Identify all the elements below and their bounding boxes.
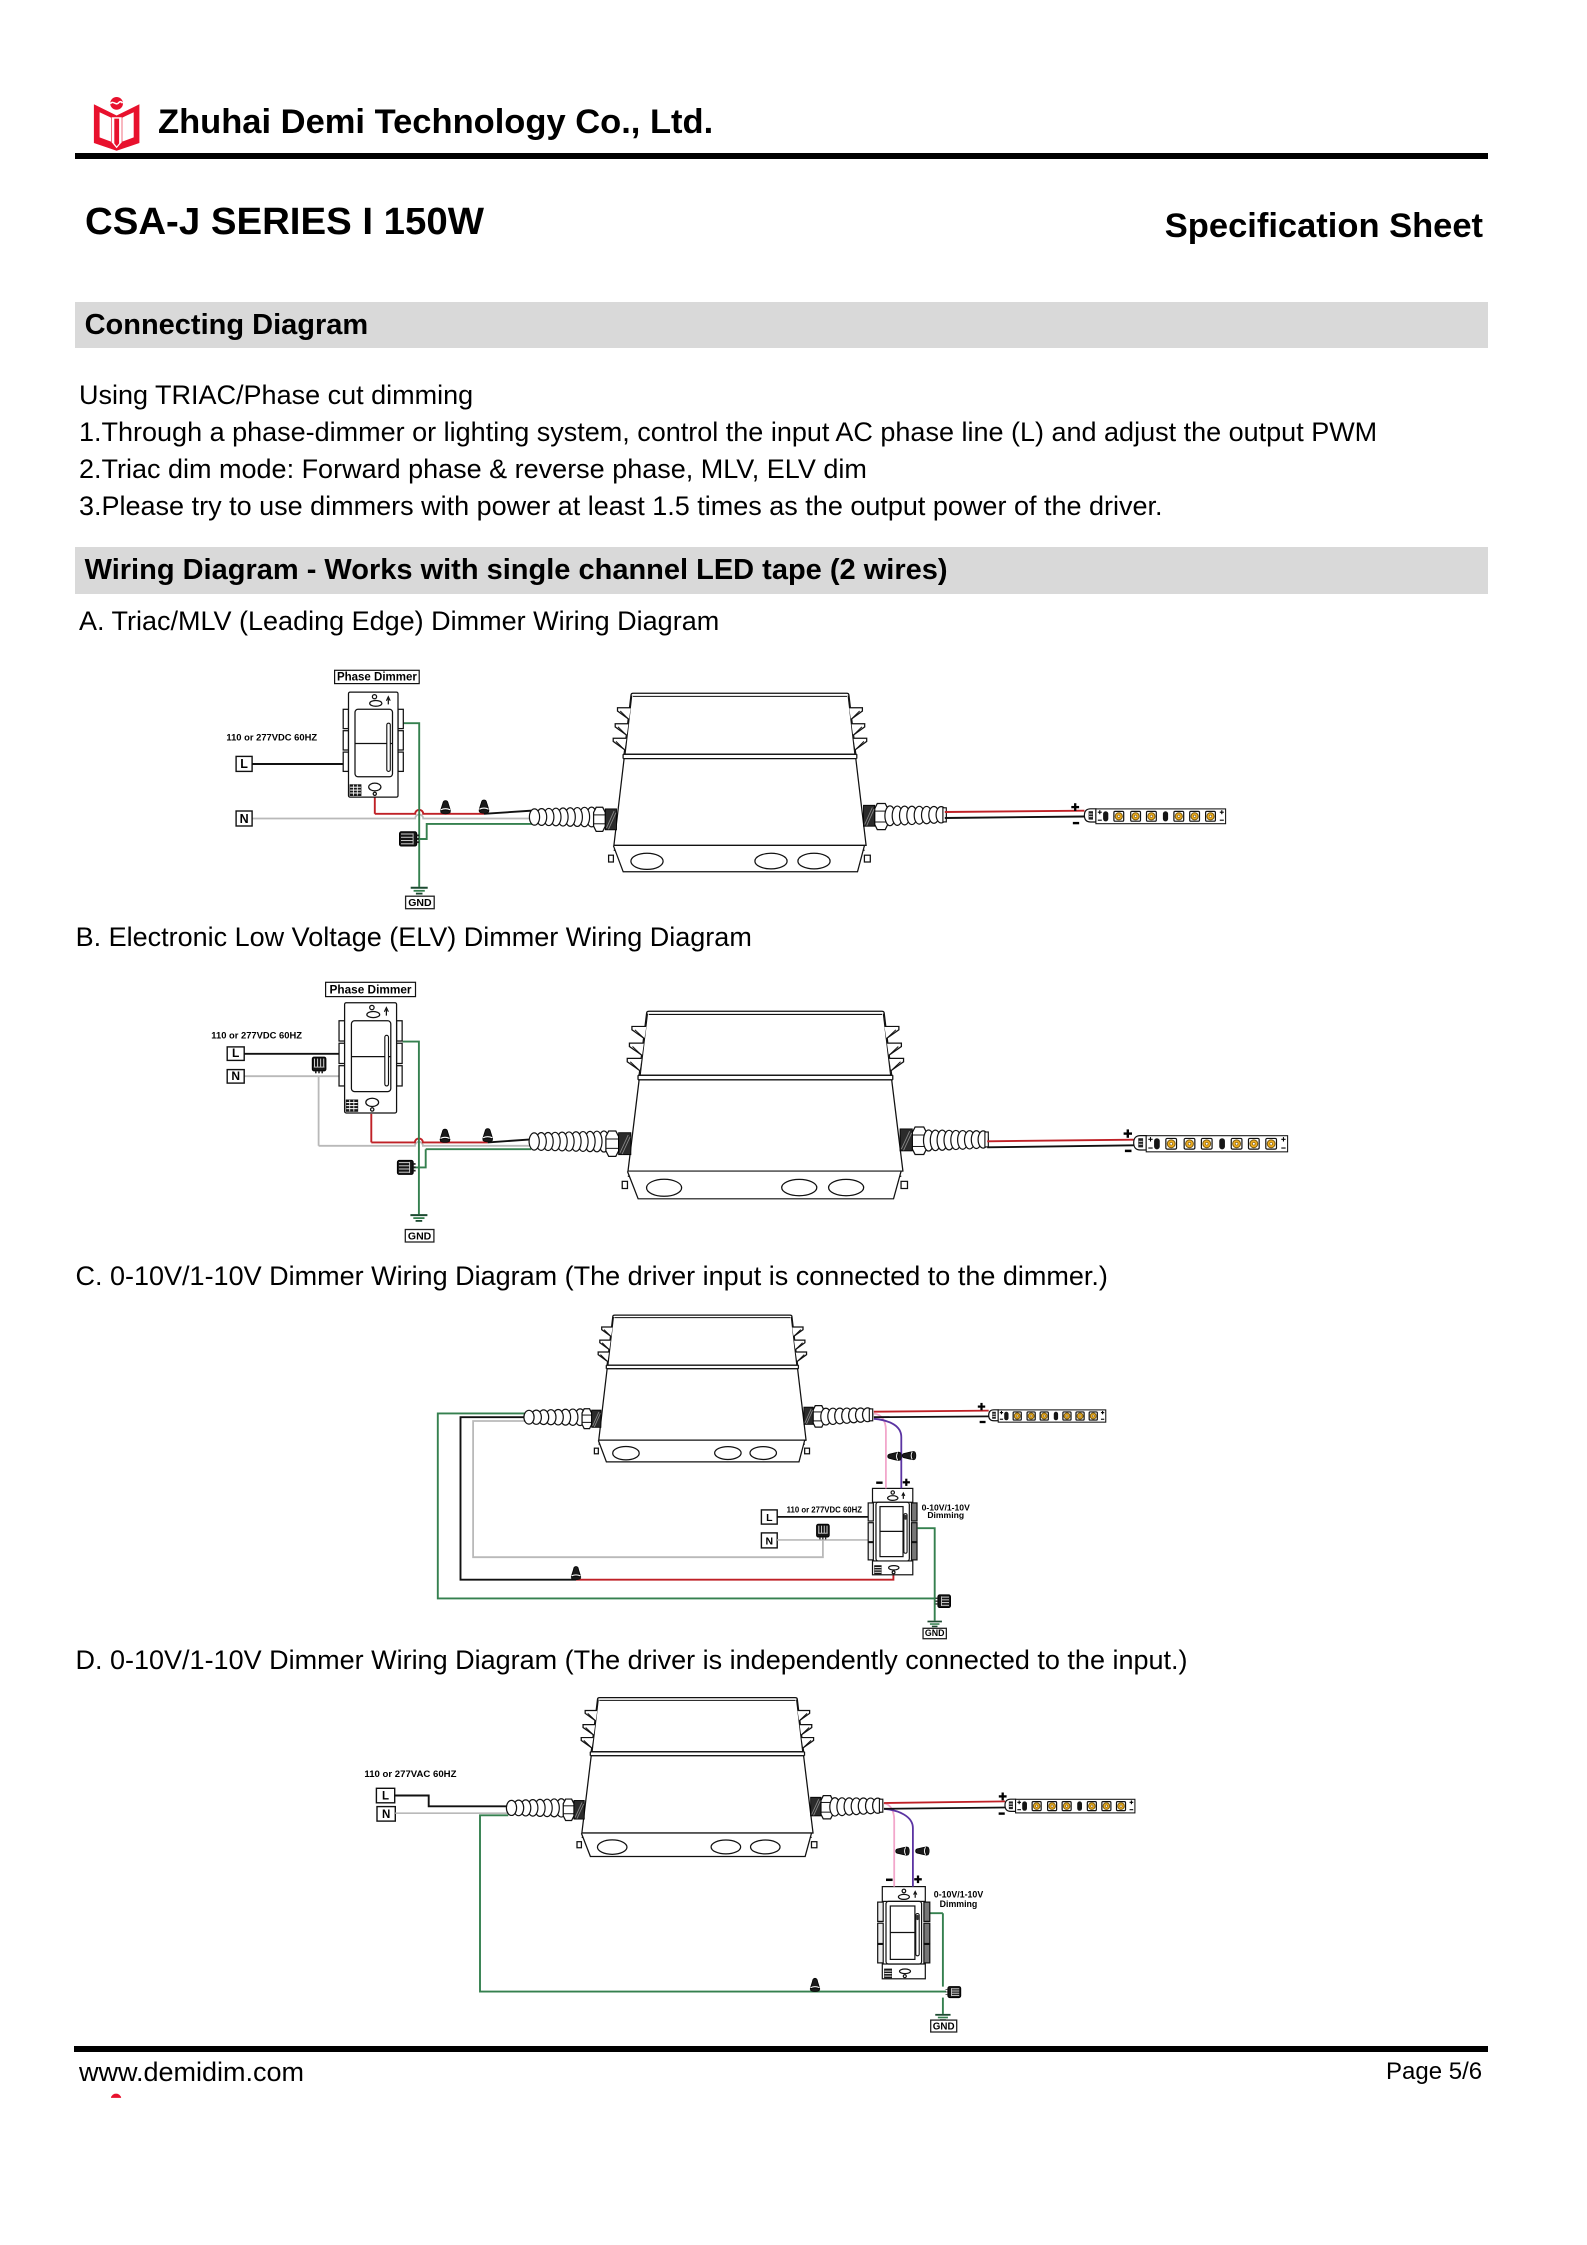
svg-text:Dimming: Dimming — [927, 1510, 964, 1520]
svg-text:Phase Dimmer: Phase Dimmer — [330, 982, 412, 996]
svg-text:GND: GND — [933, 2021, 955, 2032]
svg-text:GND: GND — [408, 897, 432, 909]
svg-text:110 or 277VDC 60HZ: 110 or 277VDC 60HZ — [211, 1029, 302, 1040]
svg-text:L: L — [232, 1046, 239, 1060]
svg-text:110 or 277VAC 60HZ: 110 or 277VAC 60HZ — [364, 1769, 456, 1780]
svg-text:L: L — [766, 1512, 773, 1524]
svg-text:110 or 277VDC 60HZ: 110 or 277VDC 60HZ — [226, 732, 317, 743]
svg-text:N: N — [240, 812, 249, 826]
svg-text:L: L — [240, 757, 248, 771]
svg-text:0-10V/1-10V: 0-10V/1-10V — [922, 1503, 971, 1513]
svg-text:110 or 277VDC 60HZ: 110 or 277VDC 60HZ — [787, 1505, 863, 1514]
svg-text:N: N — [766, 1536, 774, 1548]
svg-text:GND: GND — [925, 1628, 945, 1638]
svg-text:L: L — [382, 1791, 389, 1803]
svg-text:Dimming: Dimming — [940, 1899, 978, 1909]
svg-text:GND: GND — [408, 1230, 432, 1242]
svg-text:N: N — [382, 1809, 390, 1821]
svg-text:Phase Dimmer: Phase Dimmer — [337, 672, 417, 684]
svg-text:0-10V/1-10V: 0-10V/1-10V — [934, 1889, 984, 1899]
svg-text:N: N — [231, 1069, 240, 1083]
